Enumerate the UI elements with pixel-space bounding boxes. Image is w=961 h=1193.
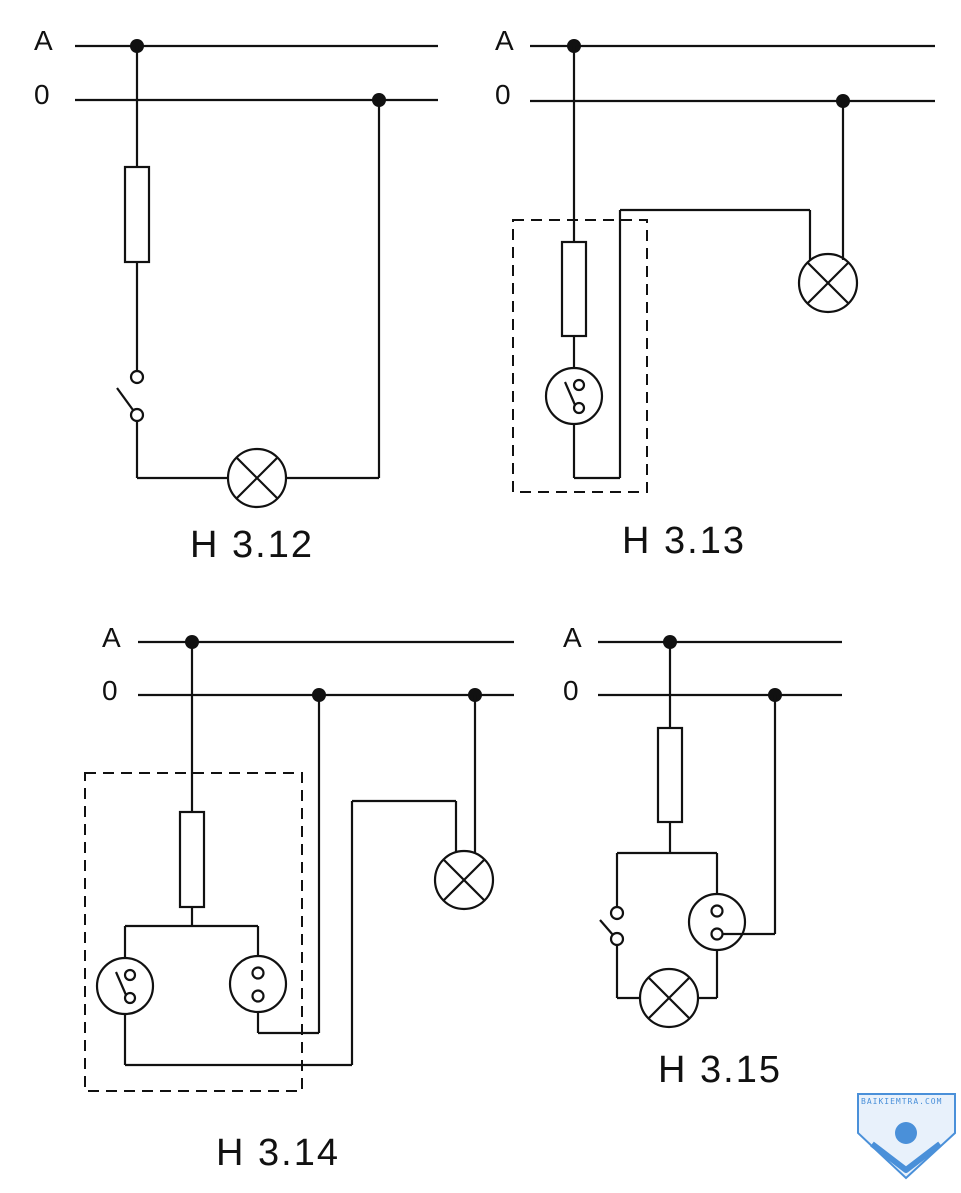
figure-caption: H 3.14 bbox=[216, 1132, 340, 1174]
lamp bbox=[226, 447, 288, 509]
figure-h3-14: A 0 H 3.14 bbox=[84, 622, 514, 1174]
figure-h3-12: A 0 H 3.12 bbox=[34, 25, 438, 566]
figure-h3-15: A 0 H 3.15 bbox=[563, 622, 842, 1091]
rail-label-phase: A bbox=[102, 622, 121, 653]
rail-label-neutral: 0 bbox=[102, 675, 118, 706]
figure-caption: H 3.13 bbox=[622, 520, 746, 562]
switch-socket-combo bbox=[95, 956, 155, 1016]
enclosure-box bbox=[512, 219, 648, 493]
figure-caption: H 3.15 bbox=[658, 1049, 782, 1091]
fuse bbox=[656, 726, 684, 824]
lamp bbox=[797, 252, 859, 314]
fuse bbox=[123, 165, 151, 264]
enclosure-box bbox=[84, 772, 303, 1092]
figure-caption: H 3.12 bbox=[190, 524, 314, 566]
rail-label-neutral: 0 bbox=[563, 675, 579, 706]
watermark-text: BAIKIEMTRA.COM bbox=[861, 1097, 942, 1106]
switch-socket-combo bbox=[544, 366, 604, 426]
lamp bbox=[638, 967, 700, 1029]
fuse bbox=[178, 810, 206, 909]
lamp bbox=[433, 849, 495, 911]
fuse bbox=[560, 240, 588, 338]
rail-label-phase: A bbox=[34, 25, 53, 56]
rail-label-neutral: 0 bbox=[495, 79, 511, 110]
socket bbox=[228, 954, 288, 1014]
watermark-logo: BAIKIEMTRA.COM bbox=[857, 1093, 956, 1180]
rail-label-neutral: 0 bbox=[34, 79, 50, 110]
figure-h3-13: A 0 H 3.13 bbox=[495, 25, 935, 562]
socket bbox=[687, 892, 747, 952]
switch bbox=[116, 369, 145, 423]
rail-label-phase: A bbox=[563, 622, 582, 653]
switch bbox=[599, 905, 625, 947]
rail-label-phase: A bbox=[495, 25, 514, 56]
